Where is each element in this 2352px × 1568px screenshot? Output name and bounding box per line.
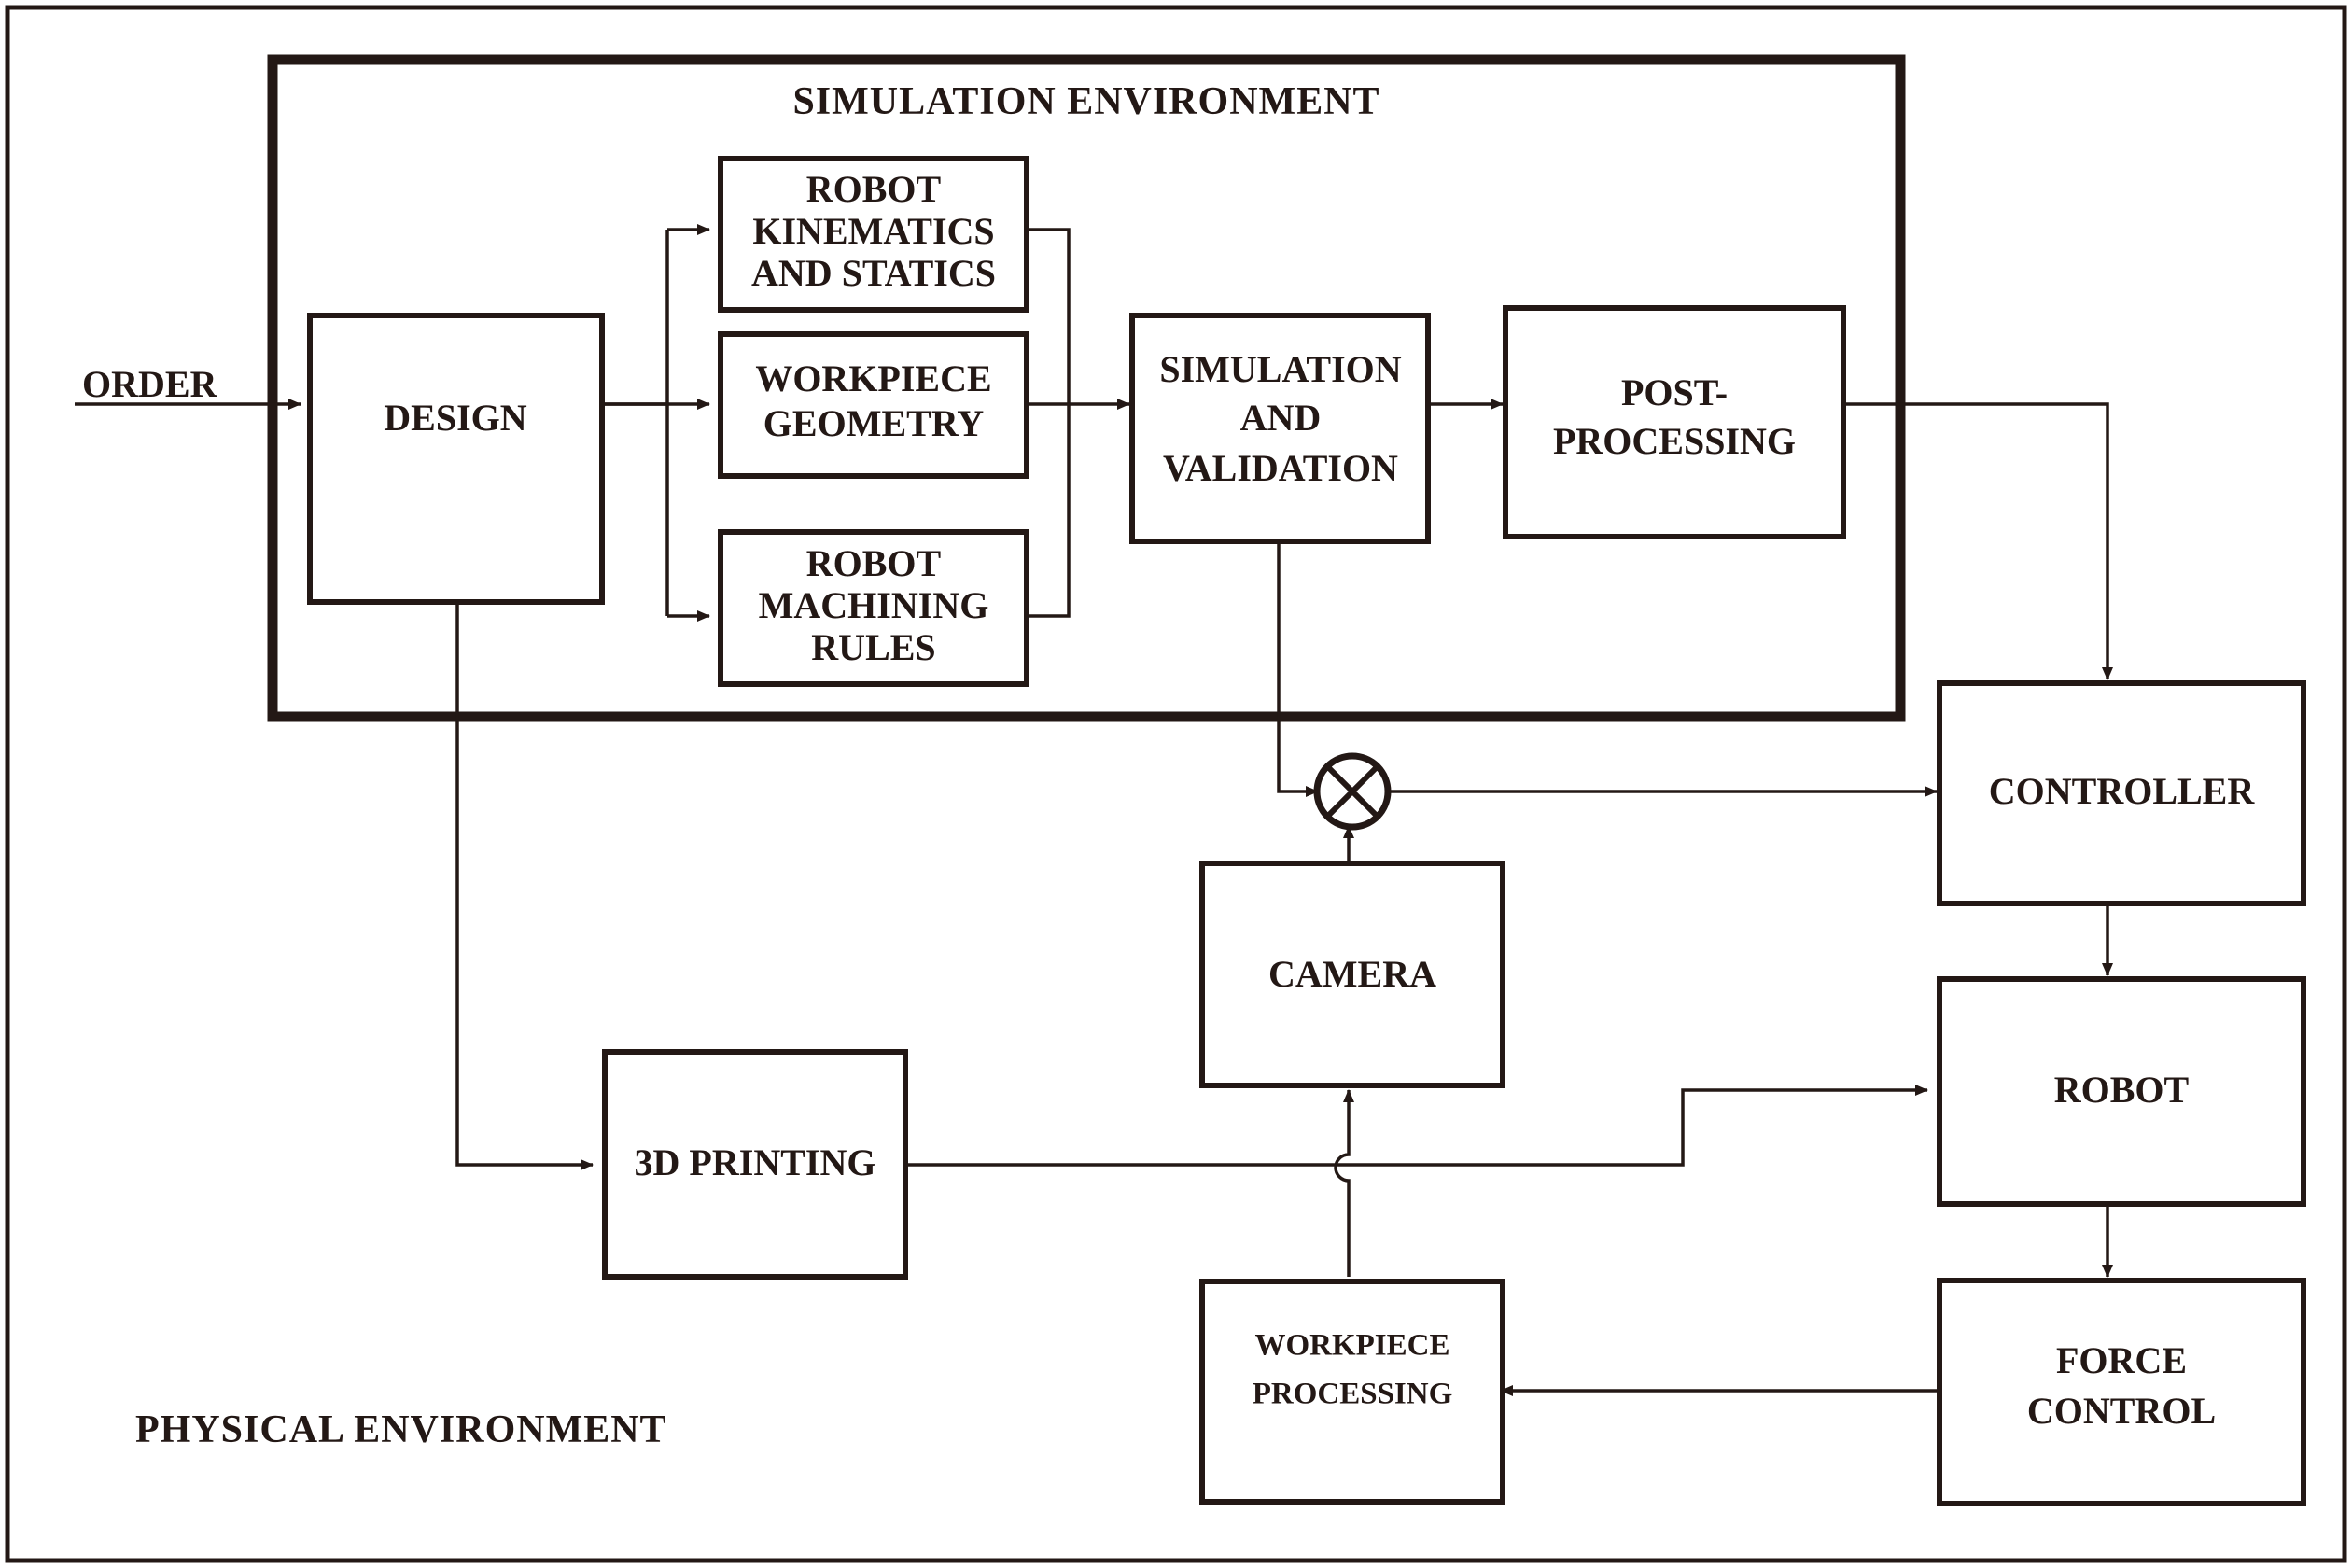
node-simulation-label-line2: AND [1240, 397, 1322, 439]
node-3d-printing[interactable]: 3D PRINTING [602, 1049, 908, 1280]
node-force-control[interactable]: FORCE CONTROL [1937, 1278, 2306, 1506]
node-simulation-label-line3: VALIDATION [1163, 447, 1398, 489]
node-simulation-label-line1: SIMULATION [1159, 348, 1401, 390]
edge-simulation-junction [1277, 541, 1319, 797]
node-forcecontrol-label-line2: CONTROL [2027, 1390, 2216, 1432]
edge-printing-robot [901, 1085, 1928, 1167]
node-workpiece-geometry[interactable]: WORKPIECE GEOMETRY [718, 331, 1029, 479]
edge-rules-merge [1027, 404, 1071, 618]
edge-postproc-controller [1843, 402, 2113, 680]
simulation-environment-title: SIMULATION ENVIRONMENT [792, 80, 1379, 123]
node-kinematics-label-line2: KINEMATICS [752, 210, 994, 252]
edge-wpprocessing-camera [1334, 1089, 1354, 1277]
node-kinematics-label-line3: AND STATICS [751, 252, 996, 294]
node-robot-label: ROBOT [2054, 1069, 2190, 1111]
node-design-label: DESIGN [384, 397, 526, 439]
node-rules-label-line3: RULES [811, 626, 935, 668]
order-input-label: ORDER [82, 363, 218, 405]
node-robot-machining-rules[interactable]: ROBOT MACHINING RULES [718, 529, 1029, 687]
connector-layer [75, 224, 2113, 1396]
node-post-processing[interactable]: POST- PROCESSING [1503, 305, 1846, 539]
node-workpiece-label-line2: GEOMETRY [763, 402, 985, 444]
edge-kinematics-merge [1027, 228, 1071, 404]
node-workpiece-label-line1: WORKPIECE [755, 357, 991, 399]
node-kinematics-label-line1: ROBOT [806, 168, 942, 210]
node-wpprocessing-label-line1: WORKPIECE [1254, 1329, 1449, 1363]
node-camera[interactable]: CAMERA [1199, 861, 1505, 1088]
node-printing-label: 3D PRINTING [635, 1141, 876, 1183]
node-camera-label: CAMERA [1268, 953, 1436, 995]
edge-design-printing [455, 602, 594, 1170]
node-robot-kinematics-and-statics[interactable]: ROBOT KINEMATICS AND STATICS [718, 156, 1029, 313]
node-rules-label-line1: ROBOT [806, 542, 942, 584]
node-postproc-label-line2: PROCESSING [1553, 420, 1796, 462]
node-postproc-label-line1: POST- [1621, 371, 1728, 413]
node-controller[interactable]: CONTROLLER [1937, 680, 2306, 906]
simulation-environment-boundary [267, 54, 1906, 722]
node-forcecontrol-label-line1: FORCE [2056, 1339, 2187, 1381]
node-workpiece-processing[interactable]: WORKPIECE PROCESSING [1199, 1279, 1505, 1505]
node-rules-label-line2: MACHINING [759, 584, 989, 626]
node-robot[interactable]: ROBOT [1937, 976, 2306, 1207]
node-wpprocessing-label-line2: PROCESSING [1253, 1378, 1453, 1411]
node-design[interactable]: DESIGN [307, 313, 605, 605]
physical-environment-title: PHYSICAL ENVIRONMENT [135, 1408, 667, 1451]
node-simulation-and-validation[interactable]: SIMULATION AND VALIDATION [1129, 313, 1431, 544]
node-controller-label: CONTROLLER [1989, 770, 2256, 812]
summing-junction[interactable] [1313, 752, 1392, 831]
